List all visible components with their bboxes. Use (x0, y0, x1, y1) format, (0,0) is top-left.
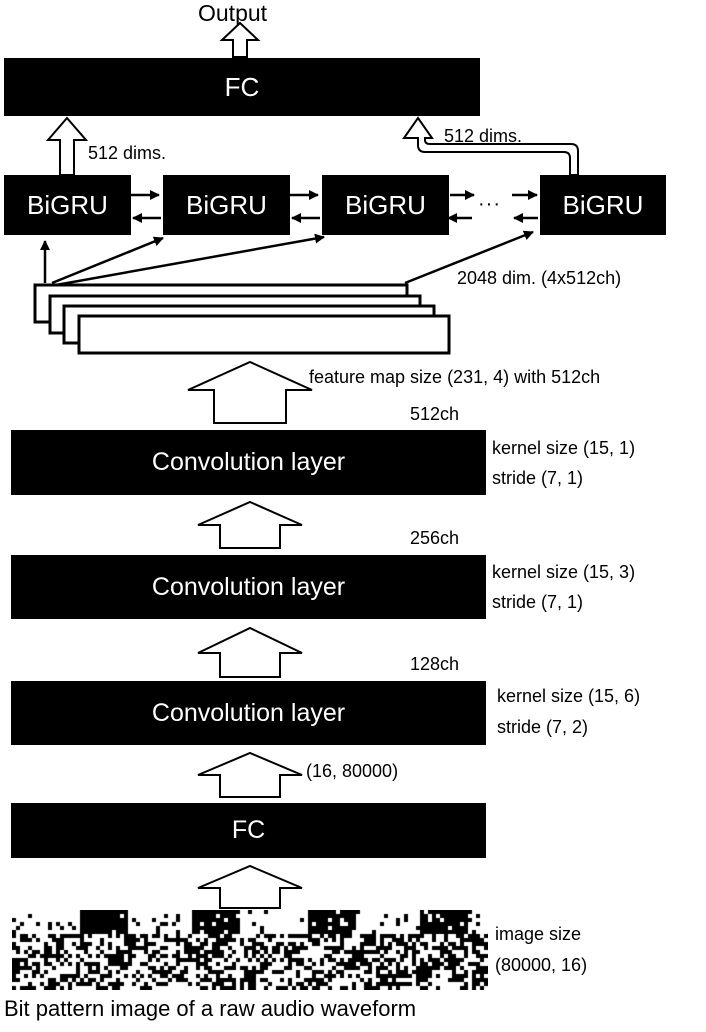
conv3-box: Convolution layer (11, 430, 486, 495)
bigru-box-3: BiGRU (322, 175, 449, 235)
bigru-label-3: BiGRU (345, 189, 426, 220)
conv2-stride: stride (7, 1) (492, 592, 584, 612)
feature-to-bigru-arrow-4 (404, 230, 534, 285)
conv3-kernel: kernel size (15, 1) (492, 438, 636, 458)
conv1-box: Convolution layer (11, 681, 486, 745)
conv1-stride: stride (7, 2) (497, 717, 589, 737)
conv1-to-conv2-arrow (197, 626, 303, 678)
conv2-to-conv3-arrow (197, 500, 303, 549)
feature-map-label: feature map size (231, 4) with 512ch (309, 367, 601, 387)
bigru-to-fc-arrow-right (402, 116, 579, 176)
bigru-box-2: BiGRU (163, 175, 290, 235)
conv-to-feature-arrow (187, 360, 313, 424)
fc-top-label: FC (224, 71, 260, 102)
bigru-to-fc-arrow-left (45, 116, 89, 176)
dims-right-label: 512 dims. (444, 126, 523, 146)
feature-dim-label: 2048 dim. (4x512ch) (457, 268, 622, 288)
conv1-kernel: kernel size (15, 6) (497, 686, 641, 706)
conv3-channels: 512ch (410, 404, 460, 424)
bigru-label-2: BiGRU (186, 189, 267, 220)
output-arrow (219, 21, 261, 58)
bigru-box-1: BiGRU (4, 175, 131, 235)
conv1-channels: 128ch (410, 654, 460, 674)
bigru-label-1: BiGRU (27, 189, 108, 220)
dims-left-label: 512 dims. (88, 143, 167, 163)
caption: Bit pattern image of a raw audio wavefor… (4, 996, 417, 1021)
feature-to-bigru-arrow-2 (51, 236, 164, 285)
conv1-label: Convolution layer (151, 698, 346, 727)
bigru-ellipsis: ··· (478, 193, 501, 215)
bigru-label-4: BiGRU (562, 189, 644, 220)
fc-bottom-box: FC (11, 803, 486, 858)
fc-bottom-shape: (16, 80000) (306, 761, 399, 781)
output-label: Output (198, 0, 268, 26)
bit-pattern-image (12, 910, 488, 990)
feature-to-bigru-arrow-3 (55, 233, 325, 287)
image-size-label: image size (495, 924, 582, 944)
fc-top-box: FC (4, 58, 480, 116)
conv2-kernel: kernel size (15, 3) (492, 562, 636, 582)
conv3-stride: stride (7, 1) (492, 468, 584, 488)
fc-to-conv1-arrow (197, 751, 303, 798)
conv2-channels: 256ch (410, 528, 460, 548)
fc-bottom-label: FC (231, 816, 266, 844)
bigru-box-4: BiGRU (540, 175, 666, 235)
conv3-label: Convolution layer (151, 448, 346, 476)
image-to-fc-arrow (197, 864, 303, 909)
feature-map-slice-4 (77, 314, 451, 355)
conv2-label: Convolution layer (151, 572, 346, 601)
conv2-box: Convolution layer (11, 555, 486, 619)
image-size-value: (80000, 16) (495, 955, 588, 975)
